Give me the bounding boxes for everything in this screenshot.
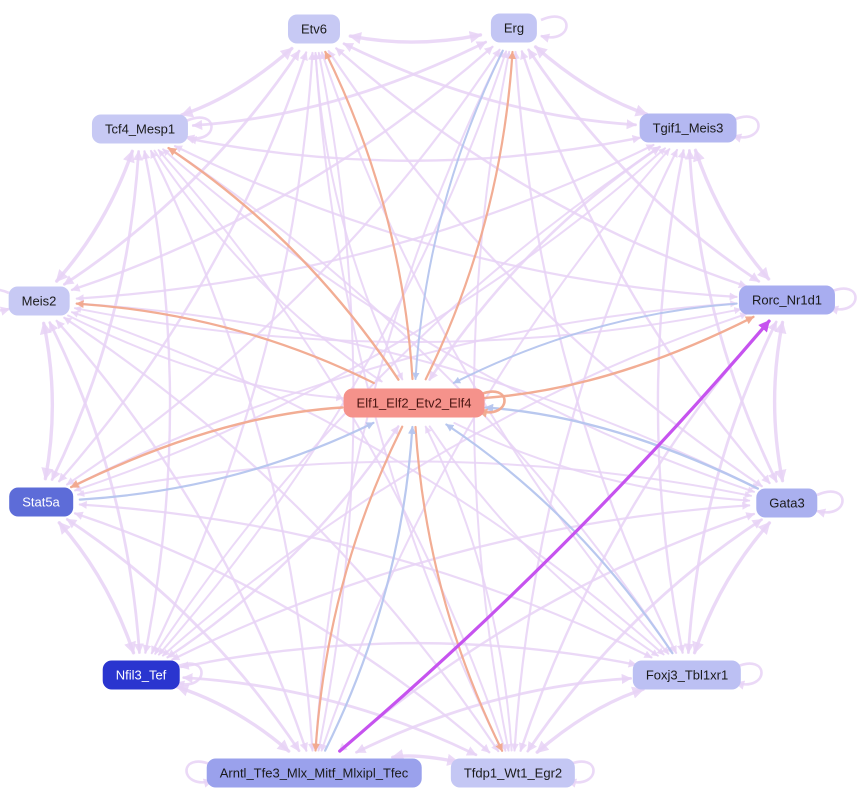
node-nfil3-tef[interactable]: Nfil3_Tef [102,660,180,690]
edge-rorc-elf [452,302,738,384]
node-etv6[interactable]: Etv6 [287,14,341,44]
self-loop-foxj3 [734,662,763,690]
edge-etv6-elf [314,52,404,381]
edge-etv6-erg [348,31,483,45]
edge-elf-etv6 [324,50,414,381]
edge-tgif1-elf [428,145,661,381]
self-loop-meis2 [0,288,11,316]
edge-meis2-erg [70,45,494,292]
node-tfdp1-wt1-egr2[interactable]: Tfdp1_Wt1_Egr2 [450,758,576,788]
edge-gata3-stat5a [77,460,752,499]
self-loop-elf [477,390,506,418]
edge-elf-stat5a [70,406,344,489]
edge-arntl-elf [324,425,416,752]
self-loop-tgif1 [731,115,760,143]
node-erg[interactable]: Erg [490,13,538,43]
edge-rorc-gata3 [772,320,787,483]
edge-tcf4-tgif1 [187,134,642,162]
edge-tcf4-elf [153,149,383,383]
node-arntl-tfe3-mlx-mitf-mlxipl-tfec[interactable]: Arntl_Tfe3_Mlx_Mitf_Mlxipl_Tfec [206,758,422,788]
edge-tcf4-gata3 [162,148,755,494]
edge-gata3-tfdp1 [526,518,763,753]
edge-elf-arntl [312,425,404,752]
edge-stat5a-tgif1 [74,147,666,492]
edge-gata3-arntl [338,512,756,753]
edge-stat5a-meis2 [39,321,55,481]
node-rorc-nr1d1[interactable]: Rorc_Nr1d1 [738,285,836,315]
edge-stat5a-elf [78,421,375,501]
edge-foxj3-nfil3 [180,641,638,670]
edge-nfil3-elf [166,425,400,659]
node-tcf4-mesp1[interactable]: Tcf4_Mesp1 [91,114,189,144]
edge-gata3-foxj3 [692,521,772,655]
node-elf1-elf2-etv2-elf4[interactable]: Elf1_Elf2_Etv2_Elf4 [343,388,485,418]
edge-nfil3-tcf4 [141,150,172,654]
edge-tfdp1-arntl [391,749,460,766]
edge-elf-tcf4 [167,146,400,381]
edge-elf-gata3 [453,422,751,504]
edge-foxj3-tfdp1 [535,686,645,754]
node-meis2[interactable]: Meis2 [8,286,70,316]
edge-arntl-stat5a [65,518,301,753]
self-loop-arntl [185,760,214,788]
node-foxj3-tbl1xr1[interactable]: Foxj3_Tbl1xr1 [632,660,742,690]
edge-arntl-nfil3 [175,684,291,753]
edge-meis2-elf [67,314,344,402]
self-loop-gata3 [815,490,844,518]
edge-arntl-rorc [338,319,771,753]
node-stat5a[interactable]: Stat5a [9,487,73,517]
edge-foxj3-elf [445,423,674,655]
edge-nfil3-stat5a [57,521,136,655]
edge-erg-tgif1 [533,45,649,117]
edge-elf-meis2 [75,300,375,385]
self-loop-nfil3 [174,662,203,690]
edge-erg-elf [412,49,504,380]
edge-elf-erg [424,50,517,381]
self-loop-tcf4 [184,116,213,144]
edge-tfdp1-elf [424,425,513,752]
self-loop-erg [539,15,568,43]
edge-foxj3-meis2 [71,310,665,656]
self-loop-tfdp1 [566,760,595,788]
edge-meis2-tcf4 [55,149,135,283]
self-loop-rorc [828,287,857,315]
node-gata3[interactable]: Gata3 [756,488,818,518]
edge-elf-tfdp1 [414,425,504,752]
edge-tcf4-etv6 [180,46,294,118]
node-tgif1-meis3[interactable]: Tgif1_Meis3 [639,113,737,143]
edge-elf-rorc [484,315,755,400]
edge-tgif1-rorc [693,148,771,281]
edge-elf-foxj3 [428,425,659,657]
edge-gata3-elf [484,403,759,490]
edge-tgif1-foxj3 [656,149,687,654]
edge-meis2-etv6 [63,49,301,286]
